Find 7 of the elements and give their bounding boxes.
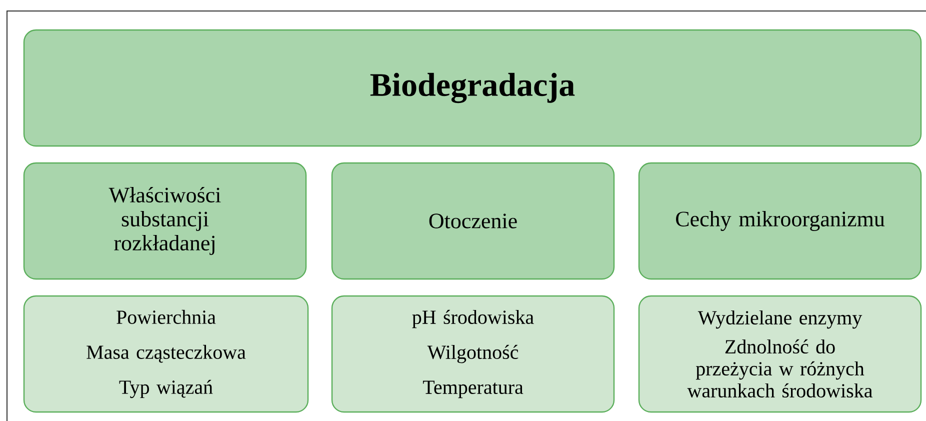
factor-box: Powierchnia Masa cząsteczkowa Typ wiązań (23, 295, 309, 413)
factor-box: Wydzielane enzymy Zdnolność do przeżycia w różnych warunkach środowiska (638, 295, 922, 413)
category-box: Właściwości substancji rozkładanej (23, 162, 307, 280)
category-box: Otoczenie (331, 162, 615, 280)
title-box: Biodegradacja (23, 29, 922, 147)
category-box: Cechy mikroorganizmu (638, 162, 922, 280)
factor-box: pH środowiska Wilgotność Temperatura (331, 295, 615, 413)
